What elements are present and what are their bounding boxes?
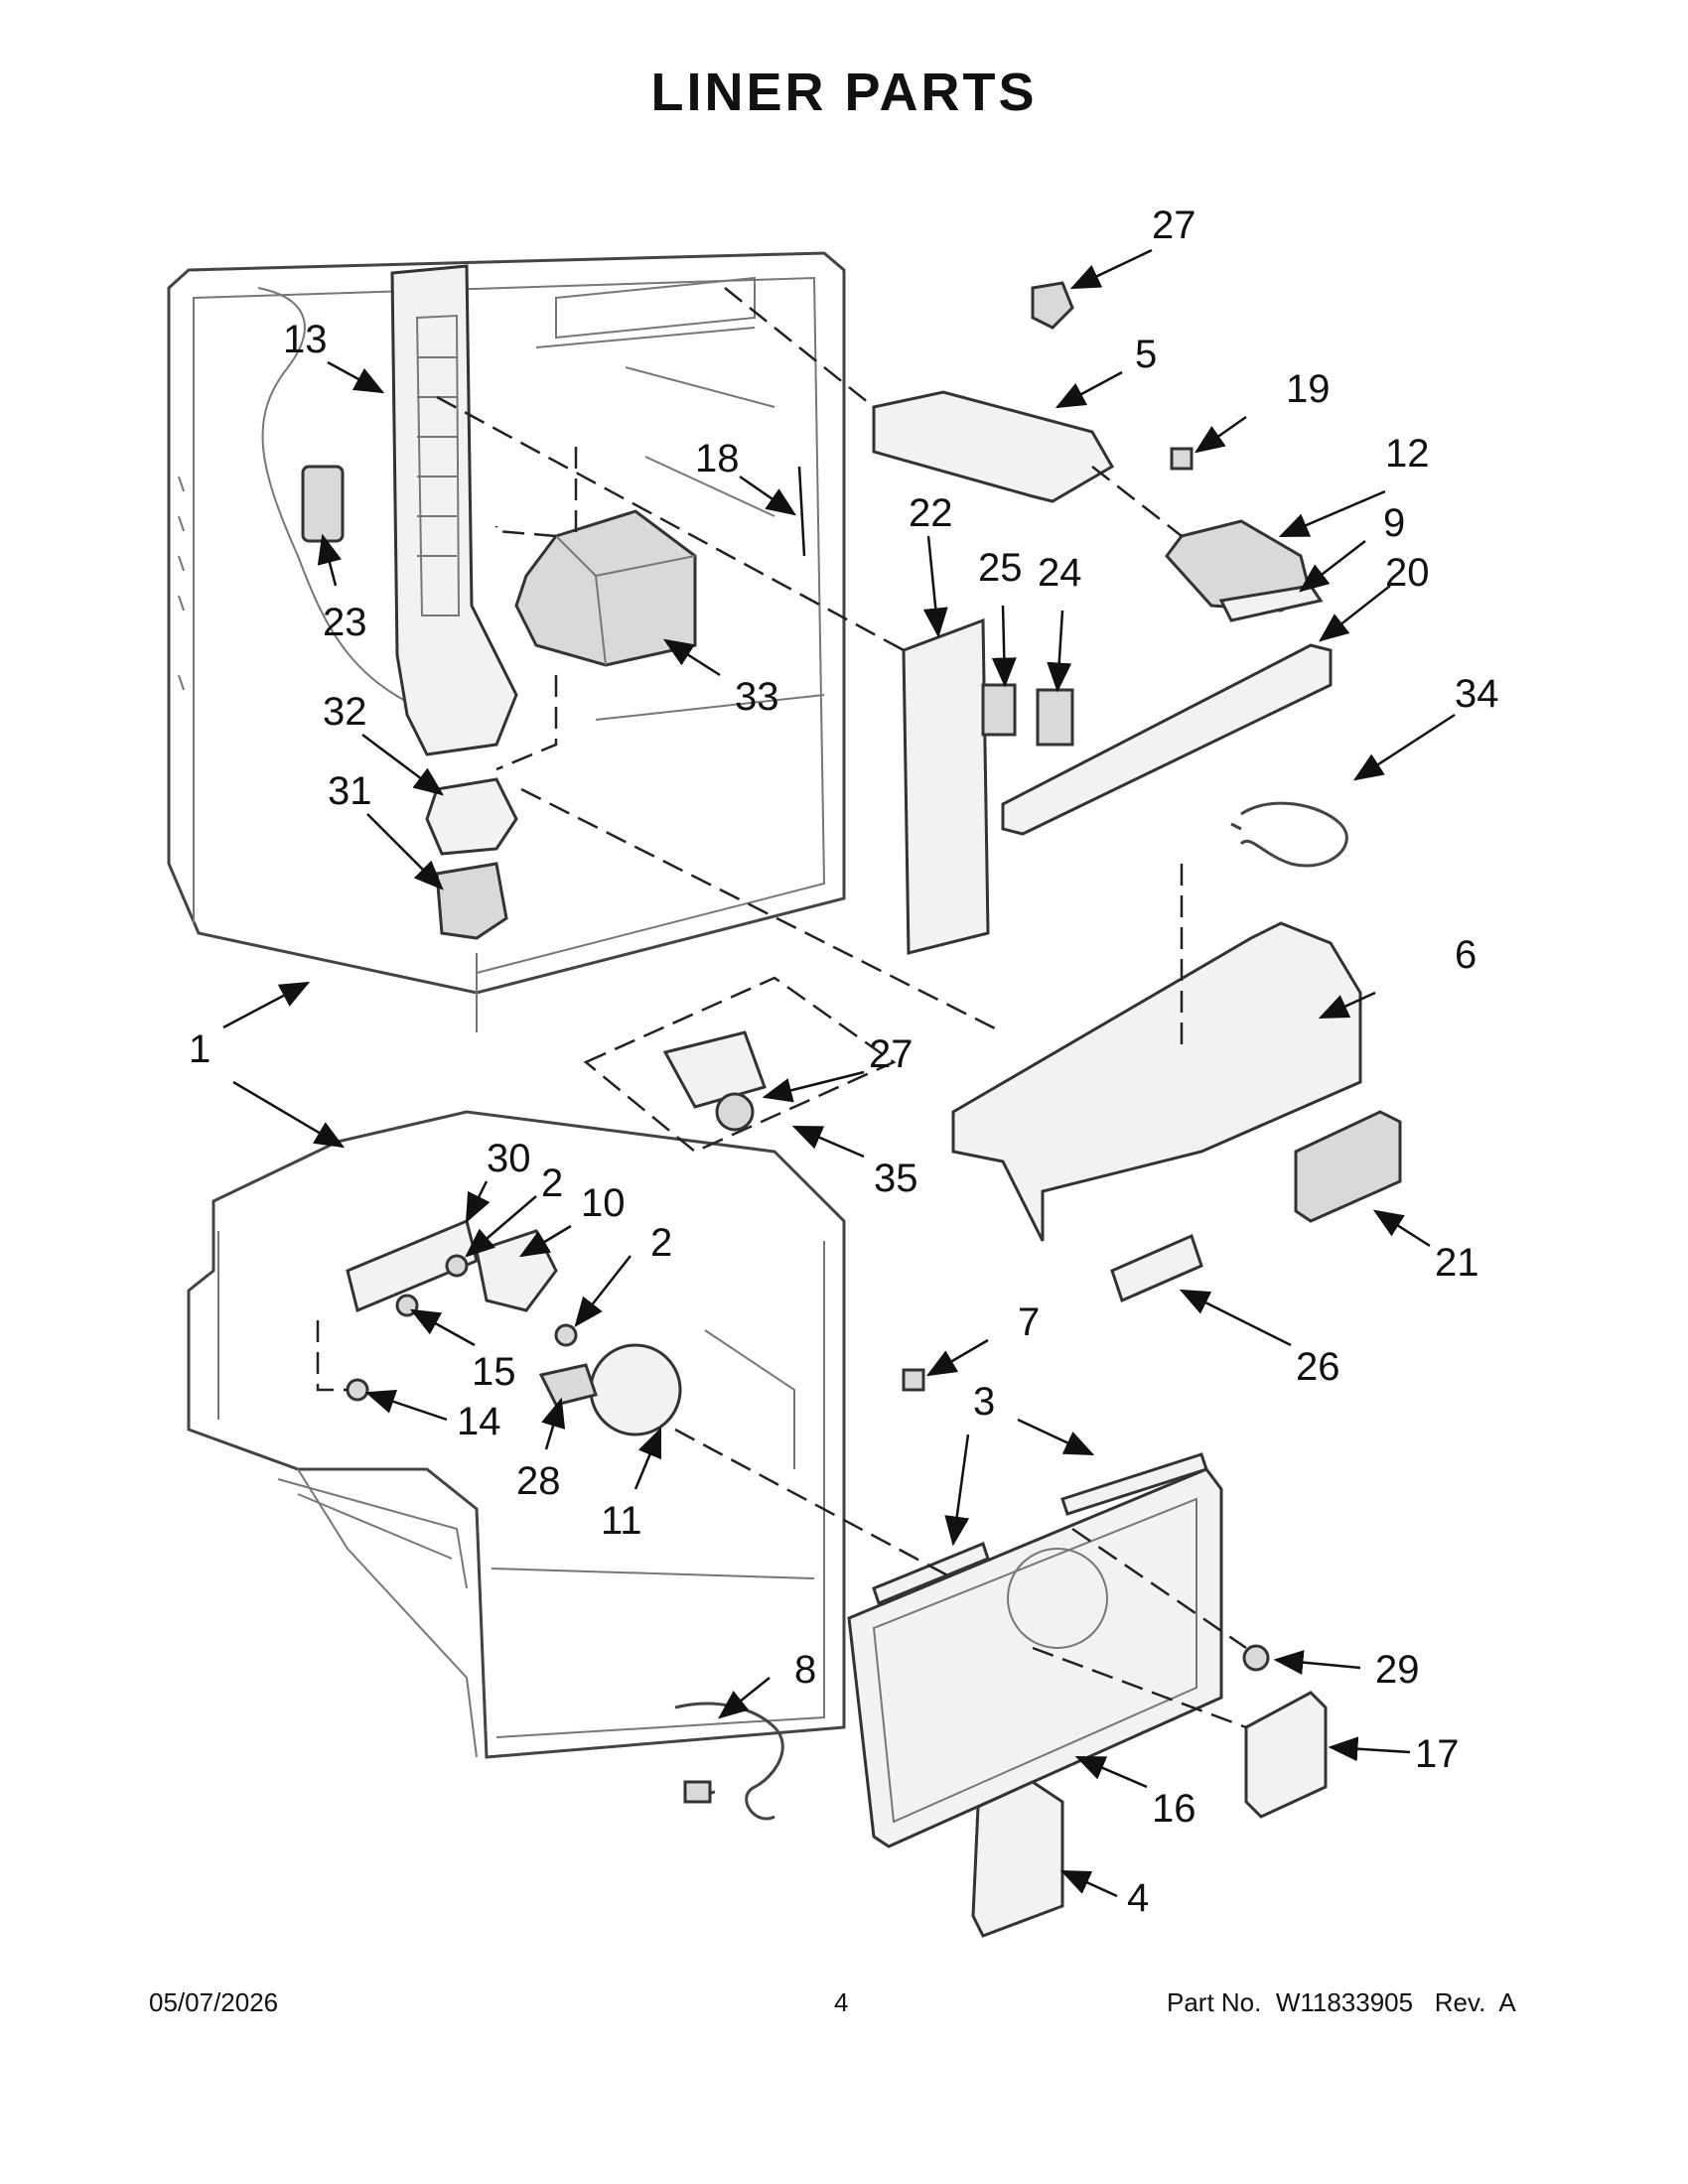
part-3b-shape bbox=[872, 1542, 990, 1605]
air-tower-part bbox=[390, 264, 518, 756]
part-7-shape bbox=[902, 1368, 925, 1392]
part-27b-shape bbox=[715, 1092, 755, 1132]
callout-14: 14 bbox=[457, 1400, 501, 1443]
callout-20: 20 bbox=[1385, 551, 1430, 595]
part-25-shape bbox=[981, 683, 1017, 737]
callout-23: 23 bbox=[323, 601, 367, 644]
part-34-wire-harness bbox=[1230, 801, 1348, 868]
callout-27-mid: 27 bbox=[869, 1032, 914, 1076]
freezer-liner bbox=[187, 1110, 846, 1759]
callout-15: 15 bbox=[472, 1350, 516, 1394]
callout-9: 9 bbox=[1383, 501, 1405, 545]
callout-32: 32 bbox=[323, 690, 367, 734]
callout-13: 13 bbox=[283, 318, 328, 361]
footer-date: 05/07/2026 bbox=[149, 1987, 279, 2017]
part-32-shape bbox=[425, 777, 518, 856]
part-22-shape bbox=[902, 617, 990, 955]
callout-11: 11 bbox=[601, 1499, 642, 1543]
part-6-shape bbox=[951, 921, 1362, 1242]
part-23-shape bbox=[301, 465, 345, 543]
part-2b-shape bbox=[554, 1323, 578, 1347]
part-17-shape bbox=[1244, 1691, 1328, 1819]
callout-7: 7 bbox=[1018, 1300, 1040, 1344]
callout-18: 18 bbox=[695, 437, 740, 480]
callout-16: 16 bbox=[1152, 1787, 1196, 1831]
part-31-shape bbox=[435, 862, 508, 940]
part-14-shape bbox=[346, 1378, 369, 1402]
callout-8: 8 bbox=[794, 1648, 816, 1692]
fresh-food-liner bbox=[167, 251, 846, 1032]
part-24-shape bbox=[1036, 688, 1074, 747]
callout-10: 10 bbox=[581, 1181, 626, 1225]
part-26-shape bbox=[1110, 1233, 1203, 1303]
callout-31: 31 bbox=[328, 769, 372, 813]
callout-12: 12 bbox=[1385, 432, 1430, 476]
part-8-connector bbox=[683, 1780, 712, 1804]
part-20-shape bbox=[1001, 643, 1333, 836]
exploded-guide-lines bbox=[316, 287, 1247, 1729]
part-5-shape bbox=[872, 390, 1115, 503]
callout-6: 6 bbox=[1455, 933, 1477, 977]
footer-part-number: Part No. W11833905 Rev. A bbox=[1167, 1987, 1516, 2017]
callout-30: 30 bbox=[487, 1137, 531, 1180]
footer-page-number: 4 bbox=[834, 1987, 849, 2017]
callout-4: 4 bbox=[1127, 1876, 1149, 1920]
callout-21: 21 bbox=[1435, 1241, 1479, 1285]
callout-19: 19 bbox=[1286, 367, 1331, 411]
part-11-shape bbox=[589, 1343, 682, 1436]
callout-35: 35 bbox=[874, 1157, 918, 1200]
callout-22: 22 bbox=[909, 491, 953, 535]
part-35-group-box bbox=[583, 976, 897, 1154]
callout-25: 25 bbox=[978, 546, 1023, 590]
part-3a-shape bbox=[1060, 1452, 1208, 1516]
callout-24: 24 bbox=[1038, 551, 1082, 595]
page-title: LINER PARTS bbox=[650, 63, 1038, 122]
callout-34: 34 bbox=[1455, 672, 1499, 716]
part-18-probe bbox=[797, 466, 806, 557]
callout-28: 28 bbox=[516, 1459, 561, 1503]
part-28-shape bbox=[538, 1363, 598, 1407]
part-29-shape bbox=[1242, 1644, 1270, 1672]
part-27a-shape bbox=[1031, 281, 1074, 330]
part-19-shape bbox=[1170, 447, 1194, 471]
callout-5: 5 bbox=[1135, 333, 1157, 376]
callout-2-upper: 2 bbox=[541, 1161, 563, 1205]
callout-26: 26 bbox=[1296, 1345, 1340, 1389]
callout-17: 17 bbox=[1415, 1732, 1460, 1776]
callout-1: 1 bbox=[189, 1027, 211, 1071]
callout-labels: 27 5 19 12 9 20 34 22 25 24 18 13 23 33 … bbox=[189, 204, 1499, 1920]
leader-arrows bbox=[222, 248, 1456, 1898]
callout-33: 33 bbox=[735, 675, 779, 719]
part-9-shape bbox=[1218, 584, 1324, 622]
part-35-shape bbox=[662, 1030, 767, 1109]
callout-29: 29 bbox=[1375, 1648, 1420, 1692]
part-21-shape bbox=[1294, 1110, 1402, 1223]
part-4-shape bbox=[971, 1780, 1064, 1938]
callout-3: 3 bbox=[973, 1380, 995, 1424]
callout-27-top: 27 bbox=[1152, 204, 1196, 247]
panel-fan-opening bbox=[1007, 1548, 1108, 1649]
air-duct-part bbox=[514, 509, 697, 667]
part-2a-shape bbox=[445, 1254, 469, 1278]
part-30-shape bbox=[346, 1218, 479, 1313]
callout-2-lower: 2 bbox=[650, 1221, 672, 1265]
